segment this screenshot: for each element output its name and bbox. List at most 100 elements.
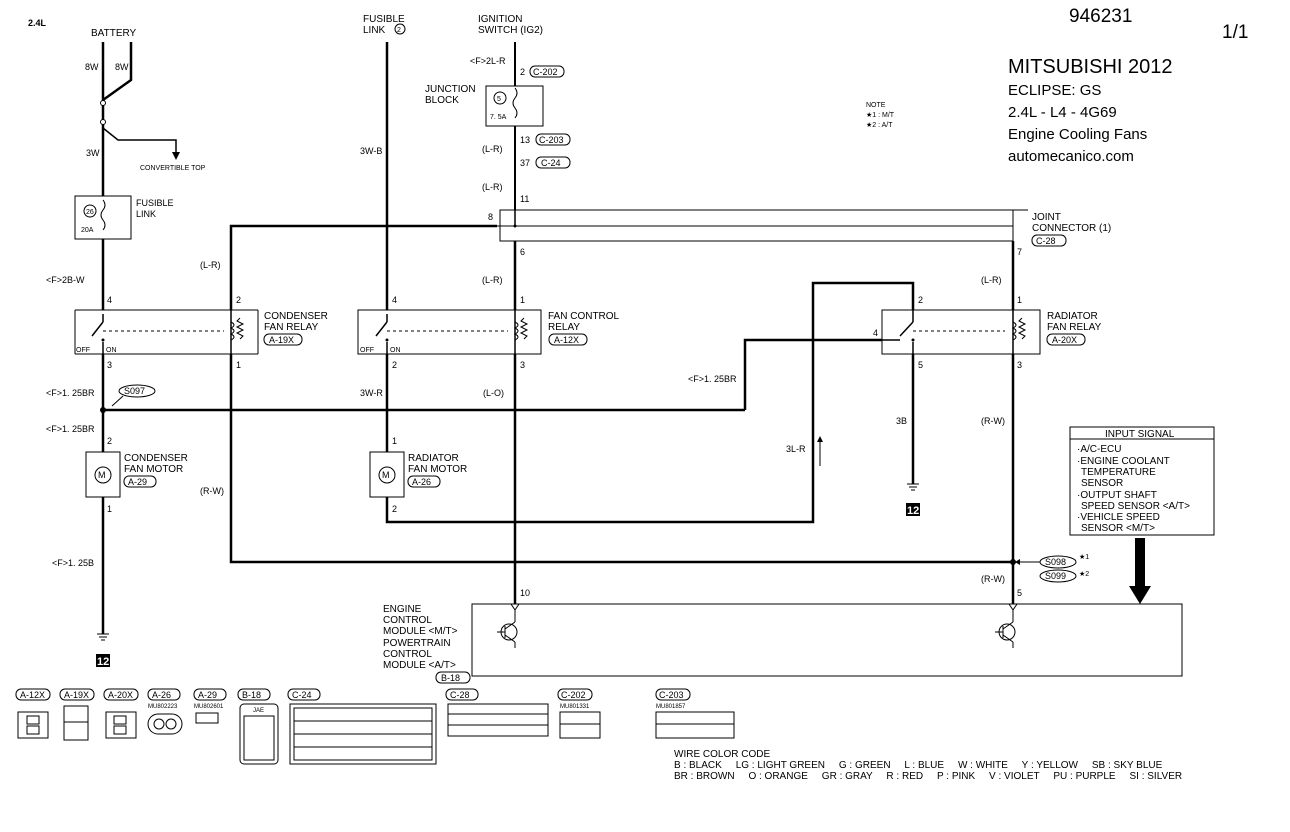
cfr-pin3: 3 <box>107 360 112 370</box>
junction-block-label-a: JUNCTION <box>425 84 476 95</box>
jc-label-b: CONNECTOR (1) <box>1032 223 1111 234</box>
jc-pin8: 8 <box>488 212 493 222</box>
rfm-symbol: M <box>382 470 390 480</box>
wire-3wb: 3W-B <box>360 146 382 156</box>
input-signal-line-2: ·ENGINE COOLANT <box>1077 456 1170 467</box>
rfm-label-a: RADIATOR <box>408 453 459 464</box>
rfm-pin2: 2 <box>392 504 397 514</box>
cfm-label-b: FAN MOTOR <box>124 464 183 475</box>
rfr-pin5: 5 <box>918 360 923 370</box>
vehicle-make-year: MITSUBISHI 2012 <box>1008 56 1173 78</box>
ground-12-left: 12 <box>97 656 109 668</box>
input-signal-line-1: ·A/C-ECU <box>1077 444 1121 455</box>
fcr-pin2: 2 <box>392 360 397 370</box>
fusible-link-2-num: 2 <box>397 27 401 34</box>
wire-color-line-2: BR : BROWN O : ORANGE GR : GRAY R : RED … <box>674 771 1182 782</box>
fcr-off: OFF <box>360 347 374 354</box>
conn-c24: C-24 <box>292 690 312 700</box>
ecm-label-f: MODULE <A/T> <box>383 660 456 671</box>
conn-c203: C-203 <box>659 690 684 700</box>
wire-rw-right-2: (R-W) <box>981 574 1005 584</box>
ecm-id: B-18 <box>441 673 460 683</box>
wire-f125br-1: <F>1. 25BR <box>46 388 95 398</box>
c203-id: C-203 <box>539 135 564 145</box>
wire-8w-b: 8W <box>115 62 129 72</box>
fcr-label-b: RELAY <box>548 322 580 333</box>
wire-f125br-3: <F>1. 25BR <box>688 374 737 384</box>
fcr-pin1: 1 <box>520 295 525 305</box>
conn-c28: C-28 <box>450 690 470 700</box>
input-signal-line-4: SENSOR <box>1081 478 1123 489</box>
fusible-link-2-label-b: LINK <box>363 25 386 36</box>
fcr-pin3: 3 <box>520 360 525 370</box>
cfr-pin1: 1 <box>236 360 241 370</box>
battery-label: BATTERY <box>91 28 137 39</box>
input-signal-line-3: TEMPERATURE <box>1081 467 1156 478</box>
wire-f2bw: <F>2B-W <box>46 275 85 285</box>
note-line-2: ★2 : A/T <box>866 121 893 129</box>
wire-8w-a: 8W <box>85 62 99 72</box>
junction-block-amp: 7. 5A <box>490 114 507 121</box>
ecm-pin5: 5 <box>1017 588 1022 598</box>
system-name: Engine Cooling Fans <box>1008 126 1148 143</box>
note-line-1: ★1 : M/T <box>866 111 895 119</box>
rfm-label-b: FAN MOTOR <box>408 464 467 475</box>
jc-pin7: 7 <box>1017 247 1022 257</box>
splice-s099-note: ★2 <box>1079 570 1089 578</box>
rfr-label-b: FAN RELAY <box>1047 322 1102 333</box>
conn-a29: A-29 <box>198 690 217 700</box>
wire-f125br-2: <F>1. 25BR <box>46 424 95 434</box>
cfr-off: OFF <box>76 347 90 354</box>
cfm-pin1: 1 <box>107 504 112 514</box>
rfm-id: A-26 <box>412 477 431 487</box>
ecm-pin10: 10 <box>520 588 530 598</box>
c203-pin: 13 <box>520 135 530 145</box>
input-signal-line-5: ·OUTPUT SHAFT <box>1077 490 1157 501</box>
input-signal-line-7: ·VEHICLE SPEED <box>1077 512 1160 523</box>
conn-a20x: A-20X <box>108 690 133 700</box>
jc-pin11: 11 <box>520 194 529 204</box>
site-name: automecanico.com <box>1008 148 1134 165</box>
splice-s098: S098 <box>1045 557 1066 567</box>
wire-color-line-1: B : BLACK LG : LIGHT GREEN G : GREEN L :… <box>674 760 1163 771</box>
cfm-label-a: CONDENSER <box>124 453 188 464</box>
fusible-link-label-a: FUSIBLE <box>136 198 174 208</box>
splice-s097: S097 <box>124 386 145 396</box>
rfr-pin4: 4 <box>873 328 878 338</box>
doc-number: 946231 <box>1069 6 1133 27</box>
ignition-label-b: SWITCH (IG2) <box>478 25 543 36</box>
input-signal-line-6: SPEED SENSOR <A/T> <box>1081 501 1190 512</box>
conn-mu801331: MU801331 <box>560 704 590 710</box>
cfr-pin2: 2 <box>236 295 241 305</box>
wire-lr-2: (L-R) <box>482 182 503 192</box>
conn-mu801857: MU801857 <box>656 704 686 710</box>
conn-mu802223: MU802223 <box>148 704 178 710</box>
wire-f2lr: <F>2L-R <box>470 56 506 66</box>
rfr-pin2: 2 <box>918 295 923 305</box>
jc-pin6: 6 <box>520 247 525 257</box>
cfm-symbol: M <box>98 470 106 480</box>
cfr-label-a: CONDENSER <box>264 311 328 322</box>
vehicle-engine: 2.4L - L4 - 4G69 <box>1008 104 1117 121</box>
input-signal-line-8: SENSOR <M/T> <box>1081 523 1155 534</box>
ecm-label-b: CONTROL <box>383 615 432 626</box>
fusible-link-number: 26 <box>86 209 94 216</box>
input-signal-title: INPUT SIGNAL <box>1105 429 1175 440</box>
junction-block-label-b: BLOCK <box>425 95 459 106</box>
convertible-top-label: CONVERTIBLE TOP <box>140 165 206 172</box>
wire-f125b: <F>1. 25B <box>52 558 94 568</box>
cfr-label-b: FAN RELAY <box>264 322 319 333</box>
fusible-link-amp: 20A <box>81 227 94 234</box>
ground-12-right: 12 <box>907 505 919 517</box>
wire-rw-right: (R-W) <box>981 416 1005 426</box>
fcr-on: ON <box>390 347 401 354</box>
junction-block-num: 5 <box>497 96 501 103</box>
ignition-label-a: IGNITION <box>478 14 522 25</box>
cfr-id: A-19X <box>269 335 294 345</box>
rfr-label-a: RADIATOR <box>1047 311 1098 322</box>
cfm-pin2: 2 <box>107 436 112 446</box>
c202-pin: 2 <box>520 67 525 77</box>
splice-s099: S099 <box>1045 571 1066 581</box>
ecm-label-a: ENGINE <box>383 604 422 615</box>
rfr-pin3: 3 <box>1017 360 1022 370</box>
